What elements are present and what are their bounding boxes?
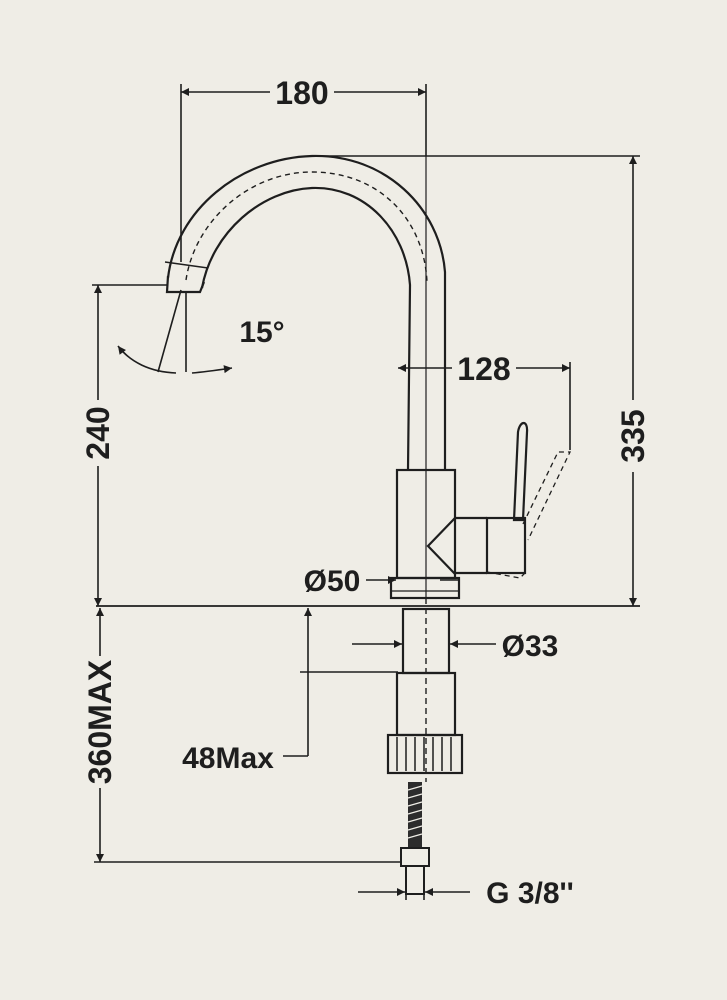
label-spout-height: 240: [80, 406, 116, 459]
faucet-outline: [164, 154, 572, 895]
lever-handle: [512, 421, 529, 522]
dimline-angle: [117, 345, 177, 374]
label-angle: 15°: [239, 316, 284, 349]
spout-tip: [165, 275, 206, 294]
knurled-ring: [386, 733, 464, 775]
lever-open-position: [486, 451, 572, 579]
hose-end: [405, 865, 425, 895]
spout-inner: [200, 186, 412, 471]
base-ring: [389, 576, 461, 600]
label-mount-depth: 360MAX: [82, 659, 118, 784]
label-deck-thickness: 48Max: [182, 742, 274, 775]
label-handle-reach: 128: [457, 351, 510, 387]
lever-cone: [426, 517, 456, 575]
label-thread: G 3/8'': [486, 877, 574, 910]
label-shank-diameter: Ø33: [502, 630, 559, 663]
label-height-total: 335: [615, 409, 651, 462]
label-base-diameter: Ø50: [304, 565, 361, 598]
hose-fitting: [400, 847, 430, 867]
spout-outer: [166, 154, 447, 470]
label-width-top: 180: [275, 75, 328, 111]
spout-centerline: [185, 171, 428, 283]
flex-hose: [408, 782, 422, 848]
lever-block: [485, 516, 527, 575]
